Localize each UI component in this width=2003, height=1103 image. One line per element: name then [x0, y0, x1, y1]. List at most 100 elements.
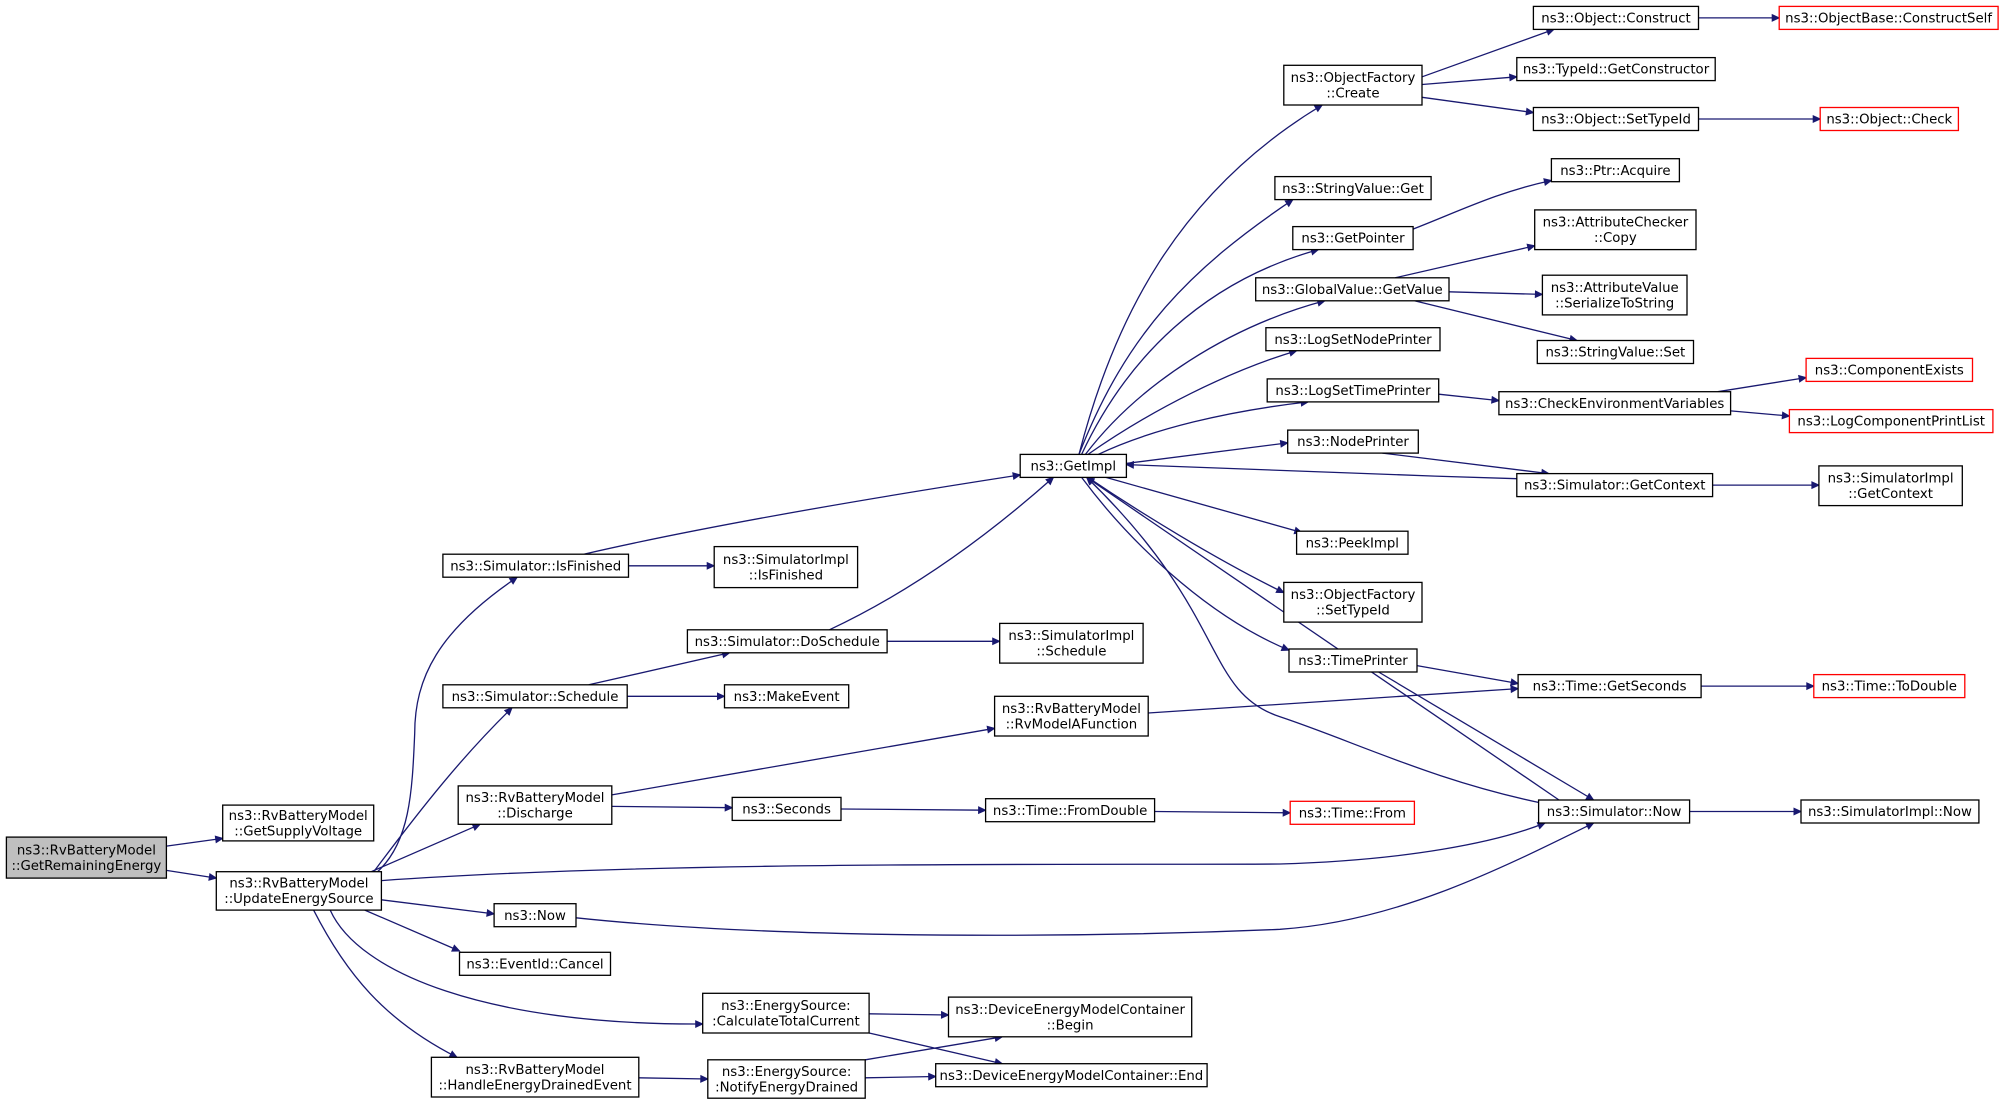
node-box[interactable] [1778, 5, 1999, 31]
node-logsettime[interactable]: ns3::LogSetTimePrinter [1266, 378, 1440, 403]
node-attrvalueser[interactable]: ns3::AttributeValue::SerializeToString [1541, 274, 1688, 316]
node-box[interactable] [1818, 465, 1963, 507]
node-box[interactable] [1255, 277, 1450, 302]
node-box[interactable] [1800, 799, 1980, 824]
node-schedule[interactable]: ns3::Simulator::Schedule [442, 684, 628, 709]
node-box[interactable] [1532, 5, 1700, 31]
node-peekimpl[interactable]: ns3::PeekImpl [1295, 530, 1409, 555]
node-simimplisfinished[interactable]: ns3::SimulatorImpl::IsFinished [713, 545, 859, 589]
node-getsupply[interactable]: ns3::RvBatteryModel::GetSupplyVoltage [222, 804, 375, 842]
node-box[interactable] [215, 871, 383, 911]
node-fromdouble[interactable]: ns3::Time::FromDouble [984, 798, 1156, 823]
node-box[interactable] [1788, 408, 1994, 434]
node-box[interactable] [457, 785, 613, 825]
node-box[interactable] [1536, 339, 1695, 365]
node-seconds[interactable]: ns3::Seconds [731, 796, 842, 822]
node-box[interactable] [947, 996, 1193, 1038]
node-box[interactable] [1283, 64, 1423, 106]
node-box[interactable] [1516, 472, 1714, 498]
node-box[interactable] [1550, 158, 1681, 183]
node-box[interactable] [1292, 225, 1414, 251]
node-objfactorycreate[interactable]: ns3::ObjectFactory::Create [1283, 64, 1423, 106]
node-box[interactable] [1516, 56, 1716, 82]
node-handledrained[interactable]: ns3::RvBatteryModel::HandleEnergyDrained… [430, 1056, 640, 1098]
node-box[interactable] [1541, 274, 1688, 316]
node-simgetcontext[interactable]: ns3::Simulator::GetContext [1516, 472, 1714, 498]
node-isfinished[interactable]: ns3::Simulator::IsFinished [442, 553, 630, 578]
node-box[interactable] [1274, 175, 1432, 201]
node-box[interactable] [1266, 378, 1440, 403]
node-box[interactable] [707, 1059, 866, 1099]
node-attrcheckercopy[interactable]: ns3::AttributeChecker::Copy [1534, 209, 1697, 251]
node-cancel[interactable]: ns3::EventId::Cancel [458, 951, 612, 976]
node-discharge[interactable]: ns3::RvBatteryModel::Discharge [457, 785, 613, 825]
node-doschedule[interactable]: ns3::Simulator::DoSchedule [686, 629, 888, 654]
node-logsetnode[interactable]: ns3::LogSetNodePrinter [1265, 327, 1441, 352]
node-box[interactable] [222, 804, 375, 842]
node-devend[interactable]: ns3::DeviceEnergyModelContainer::End [935, 1063, 1208, 1088]
node-box[interactable] [984, 798, 1156, 823]
node-box[interactable] [1805, 357, 1974, 383]
node-box[interactable] [1517, 673, 1702, 699]
node-logcomponentprintlist[interactable]: ns3::LogComponentPrintList [1788, 408, 1994, 434]
node-getimpl[interactable]: ns3::GetImpl [1019, 453, 1128, 479]
node-box[interactable] [686, 629, 888, 654]
node-box[interactable] [999, 622, 1144, 664]
node-objbaseconstructself[interactable]: ns3::ObjectBase::ConstructSelf [1778, 5, 1999, 31]
node-box[interactable] [493, 903, 577, 928]
node-stringvalueget[interactable]: ns3::StringValue::Get [1274, 175, 1432, 201]
node-getpointer[interactable]: ns3::GetPointer [1292, 225, 1414, 251]
node-box[interactable] [731, 796, 842, 822]
node-timegetseconds[interactable]: ns3::Time::GetSeconds [1517, 673, 1702, 699]
node-box[interactable] [1532, 106, 1700, 132]
node-box[interactable] [702, 992, 870, 1034]
node-box[interactable] [1283, 581, 1423, 623]
node-now3[interactable]: ns3::Now [493, 903, 577, 928]
node-box[interactable] [1287, 429, 1419, 454]
node-box[interactable] [1289, 800, 1416, 825]
node-typeidgetctor[interactable]: ns3::TypeId::GetConstructor [1516, 56, 1716, 82]
node-objectsettypeid[interactable]: ns3::Object::SetTypeId [1532, 106, 1700, 132]
node-box[interactable] [1295, 530, 1409, 555]
node-update[interactable]: ns3::RvBatteryModel::UpdateEnergySource [215, 871, 383, 911]
node-objectconstruct[interactable]: ns3::Object::Construct [1532, 5, 1700, 31]
node-box[interactable] [1819, 106, 1960, 132]
node-notifydrained[interactable]: ns3::EnergySource::NotifyEnergyDrained [707, 1059, 866, 1099]
node-devbegin[interactable]: ns3::DeviceEnergyModelContainer::Begin [947, 996, 1193, 1038]
node-rvmodela[interactable]: ns3::RvBatteryModel::RvModelAFunction [993, 695, 1149, 737]
node-box[interactable] [1537, 799, 1691, 824]
node-simimplnow[interactable]: ns3::SimulatorImpl::Now [1800, 799, 1980, 824]
node-box[interactable] [1019, 453, 1128, 479]
node-stringvalueset[interactable]: ns3::StringValue::Set [1536, 339, 1695, 365]
node-box[interactable] [723, 684, 850, 709]
node-root[interactable]: ns3::RvBatteryModel::GetRemainingEnergy [5, 836, 168, 879]
node-box[interactable] [993, 695, 1149, 737]
node-box[interactable] [713, 545, 859, 589]
node-box[interactable] [430, 1056, 640, 1098]
node-componentexists[interactable]: ns3::ComponentExists [1805, 357, 1974, 383]
node-box[interactable] [935, 1063, 1208, 1088]
node-simnow[interactable]: ns3::Simulator::Now [1537, 799, 1691, 824]
node-box[interactable] [1498, 391, 1732, 416]
node-calctotal[interactable]: ns3::EnergySource::CalculateTotalCurrent [702, 992, 870, 1034]
node-simimplgetcontext[interactable]: ns3::SimulatorImpl::GetContext [1818, 465, 1963, 507]
node-box[interactable] [442, 684, 628, 709]
node-box[interactable] [5, 836, 168, 879]
node-timefrom[interactable]: ns3::Time::From [1289, 800, 1416, 825]
node-simimplschedule[interactable]: ns3::SimulatorImpl::Schedule [999, 622, 1144, 664]
node-objectcheck[interactable]: ns3::Object::Check [1819, 106, 1960, 132]
node-box[interactable] [1813, 673, 1966, 699]
node-box[interactable] [1265, 327, 1441, 352]
node-nodeprinter[interactable]: ns3::NodePrinter [1287, 429, 1419, 454]
node-box[interactable] [1534, 209, 1697, 251]
node-box[interactable] [458, 951, 612, 976]
node-checkenv[interactable]: ns3::CheckEnvironmentVariables [1498, 391, 1732, 416]
node-box[interactable] [1288, 648, 1418, 673]
node-timetodouble[interactable]: ns3::Time::ToDouble [1813, 673, 1966, 699]
node-makeevent[interactable]: ns3::MakeEvent [723, 684, 850, 709]
node-objfactorysettypeid[interactable]: ns3::ObjectFactory::SetTypeId [1283, 581, 1423, 623]
node-ptracquire[interactable]: ns3::Ptr::Acquire [1550, 158, 1681, 183]
node-globalgetvalue[interactable]: ns3::GlobalValue::GetValue [1255, 277, 1450, 302]
node-timeprinter[interactable]: ns3::TimePrinter [1288, 648, 1418, 673]
node-box[interactable] [442, 553, 630, 578]
